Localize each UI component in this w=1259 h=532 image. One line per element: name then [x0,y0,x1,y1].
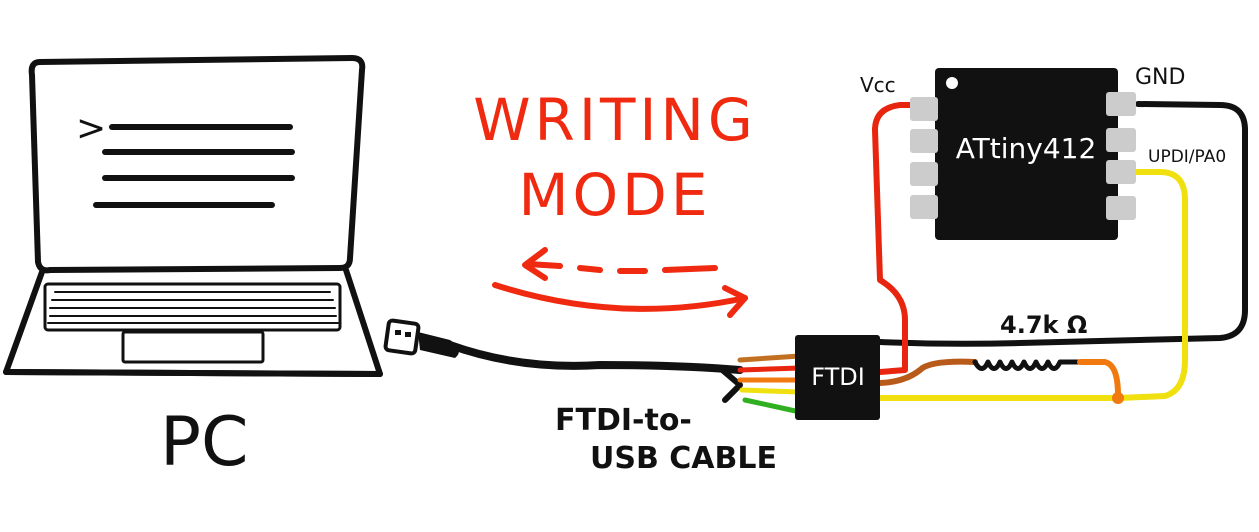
resistor-body [972,359,1083,371]
ftdi-label: FTDI [811,363,865,391]
cable-label-line2: USB CABLE [590,441,777,476]
junction-dot [1112,392,1124,404]
pin-label-updi: UPDI/PA0 [1148,147,1226,167]
resistor-in-wire [877,358,978,386]
pin-label-gnd: GND [1135,65,1185,90]
attiny412-chip [910,68,1136,240]
pin-label-vcc: Vcc [860,73,896,97]
mode-title-line1: WRITING [473,86,757,154]
resistor-label: 4.7k Ω [1000,311,1087,339]
wires [872,101,1248,401]
usb-cable [383,318,803,415]
terminal-lines [93,124,295,208]
laptop-icon [3,55,383,377]
chip-name: ATtiny412 [956,132,1097,165]
pc-label: PC [160,403,249,482]
vcc-wire [872,102,918,375]
ftdi-board [795,335,880,420]
mode-title-line2: MODE [518,161,711,229]
gnd-wire [877,101,1248,347]
cable-label-line1: FTDI-to- [555,403,692,438]
bidirectional-arrow-icon [492,247,748,318]
terminal-prompt: > [76,108,106,149]
updi-wire [877,169,1188,401]
resistor-out-wire [1077,359,1121,398]
